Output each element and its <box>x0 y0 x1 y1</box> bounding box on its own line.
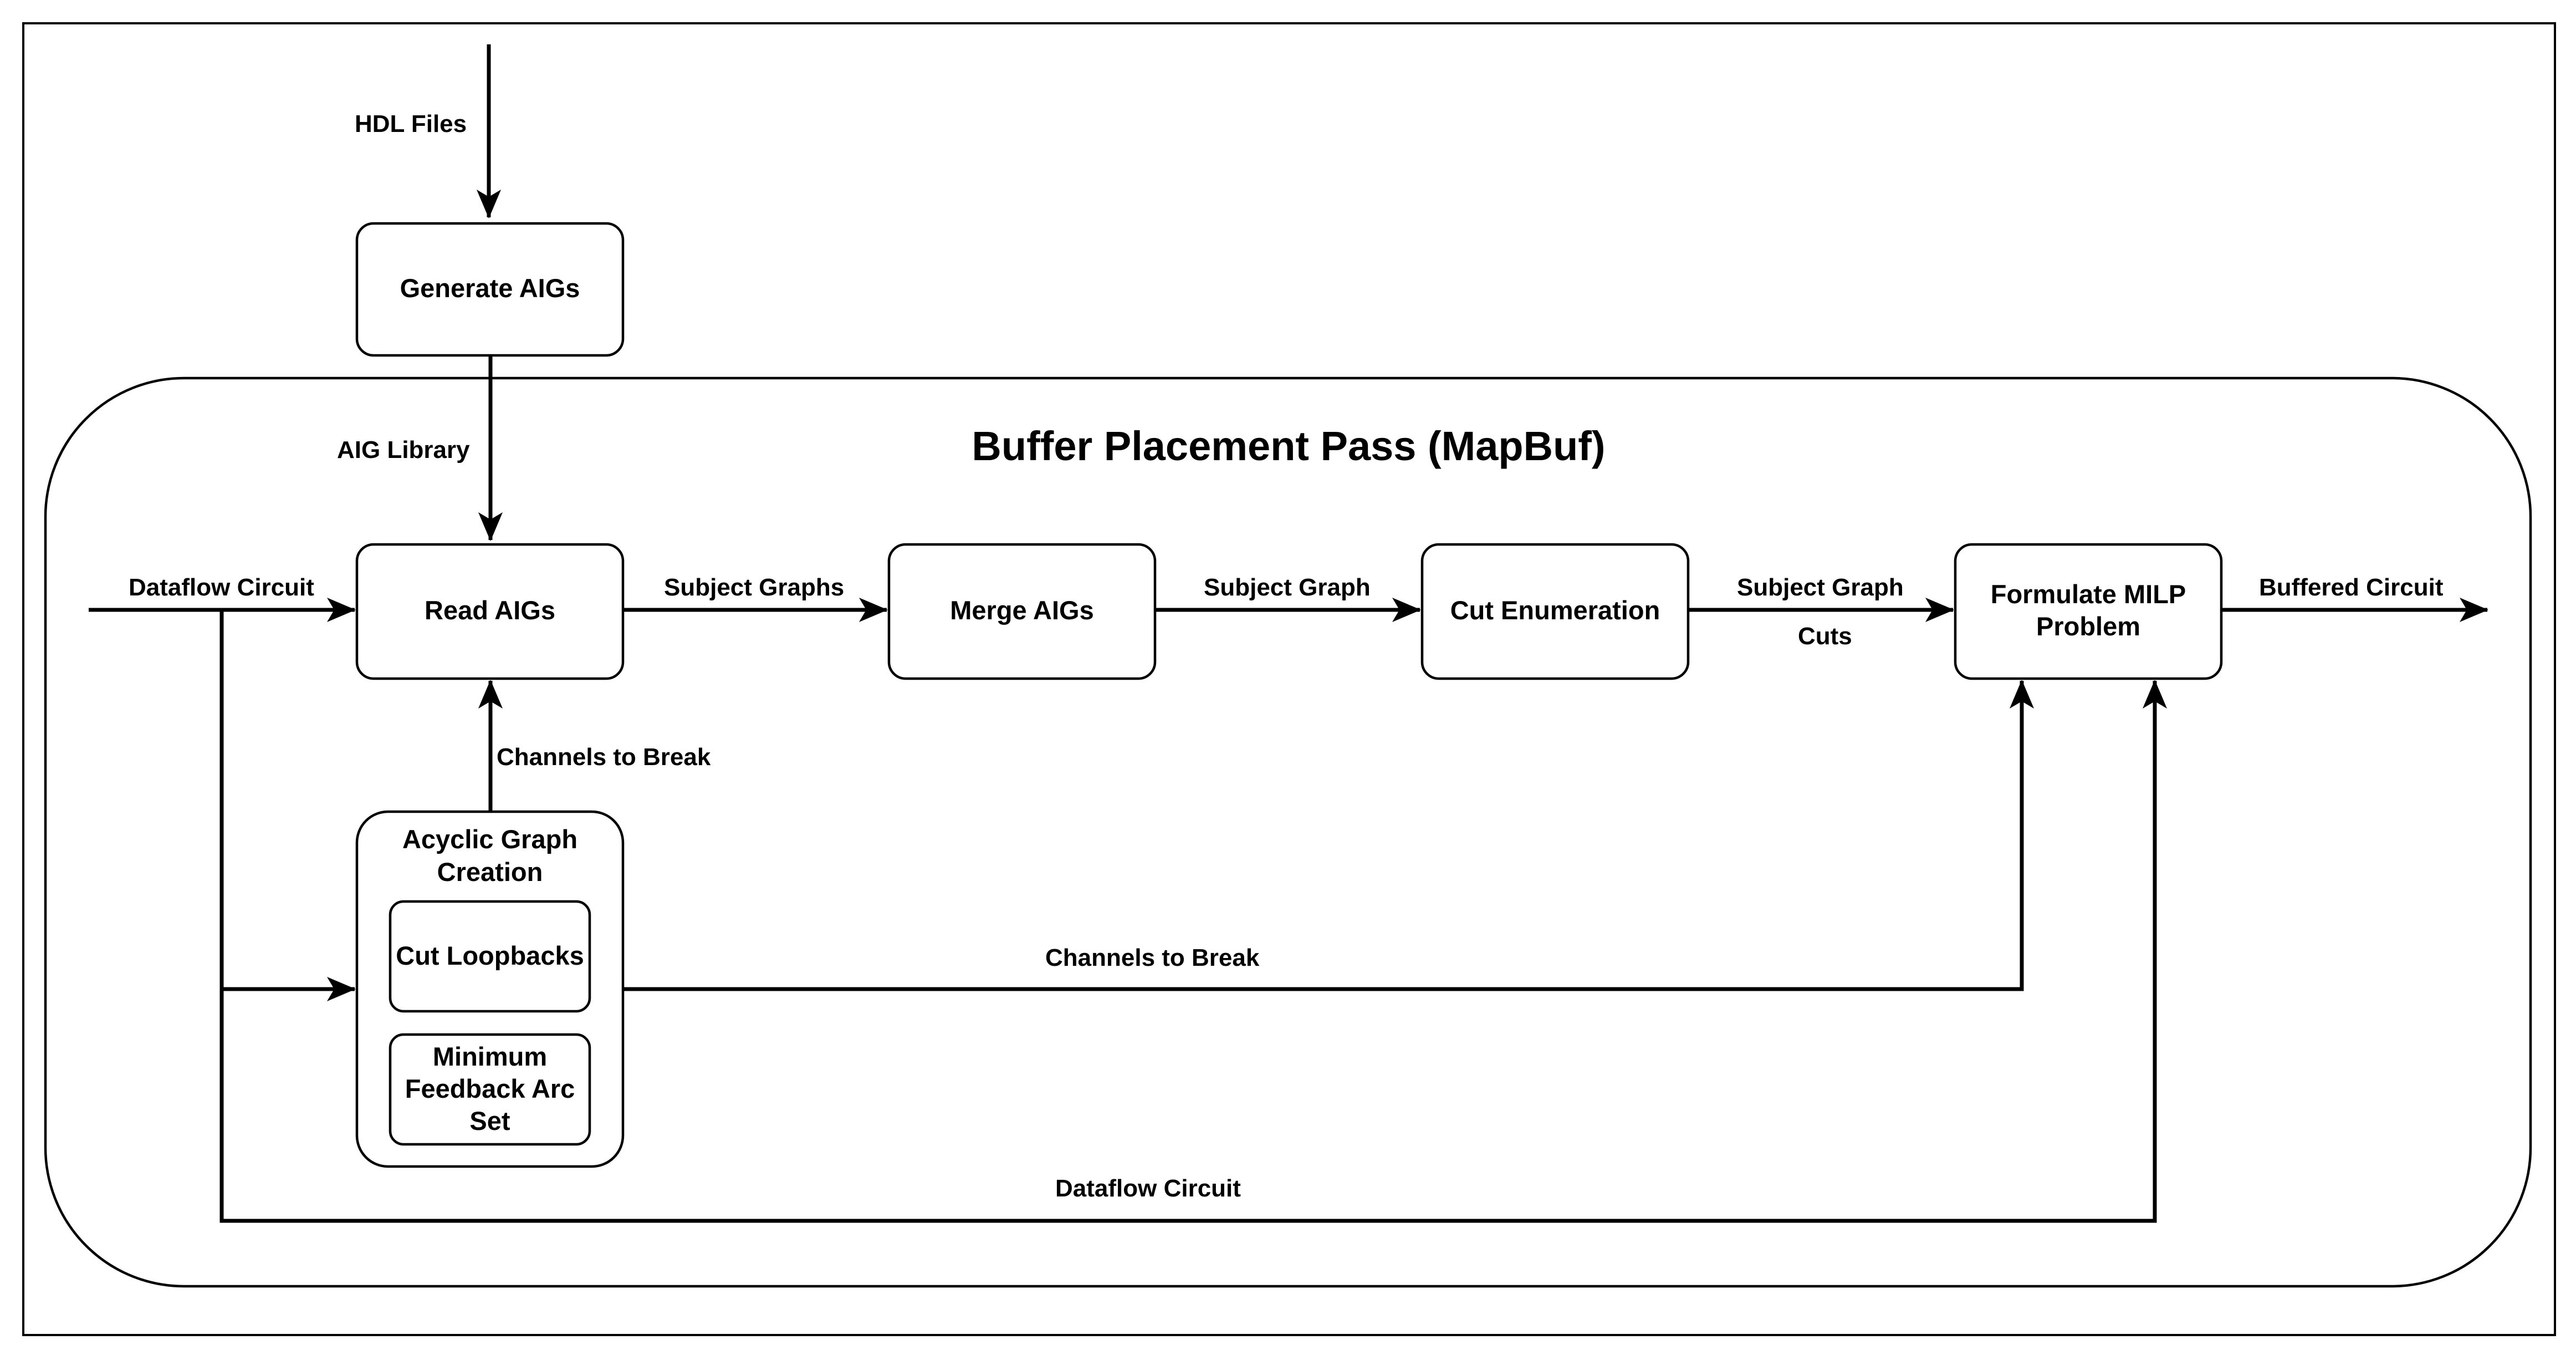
node-generate-aigs: Generate AIGs <box>355 222 625 357</box>
label-buffered-circuit: Buffered Circuit <box>2259 574 2444 601</box>
label-subject-graph-cut: Subject Graph <box>1737 574 1904 601</box>
edge-dataflow-circuit-bottom <box>219 680 2167 1223</box>
label-hdl-files: HDL Files <box>355 110 467 137</box>
label-channels-to-break-up: Channels to Break <box>497 743 711 771</box>
label-aig-library: AIG Library <box>337 436 470 463</box>
outer-frame <box>22 22 2556 1336</box>
node-formulate-milp-label-line1: Formulate MILP <box>1991 579 2186 609</box>
node-acyclic-graph-creation-label-line2: Creation <box>437 857 543 887</box>
node-formulate-milp-label-line2: Problem <box>2036 612 2140 641</box>
label-channels-to-break-long: Channels to Break <box>1045 944 1260 971</box>
node-cut-enumeration-label: Cut Enumeration <box>1450 595 1660 625</box>
node-formulate-milp: Formulate MILP Problem <box>1954 543 2223 680</box>
label-dataflow-circuit-in: Dataflow Circuit <box>129 574 314 601</box>
node-read-aigs: Read AIGs <box>355 543 625 680</box>
edge-channels-to-break-long <box>623 680 2034 991</box>
node-merge-aigs: Merge AIGs <box>887 543 1157 680</box>
node-minimum-feedback-arc-set-label-line2: Feedback Arc <box>405 1074 575 1103</box>
node-minimum-feedback-arc-set-label-line1: Minimum <box>433 1042 547 1071</box>
label-subject-graphs: Subject Graphs <box>664 574 844 601</box>
edge-dataflow-to-acyclic <box>219 610 356 1001</box>
buffer-placement-pass-container <box>44 376 2532 1288</box>
node-generate-aigs-label: Generate AIGs <box>400 273 580 303</box>
node-read-aigs-label: Read AIGs <box>425 595 555 625</box>
label-cuts: Cuts <box>1798 623 1852 650</box>
node-acyclic-graph-creation-label-line1: Acyclic Graph <box>402 824 577 854</box>
pass-title: Buffer Placement Pass (MapBuf) <box>972 423 1605 469</box>
label-subject-graph-merge: Subject Graph <box>1204 574 1371 601</box>
node-merge-aigs-label: Merge AIGs <box>950 595 1093 625</box>
label-dataflow-circuit-bottom: Dataflow Circuit <box>1055 1175 1241 1202</box>
node-cut-enumeration: Cut Enumeration <box>1420 543 1690 680</box>
node-minimum-feedback-arc-set-label-line3: Set <box>469 1106 510 1135</box>
node-cut-loopbacks-label: Cut Loopbacks <box>396 941 584 970</box>
node-minimum-feedback-arc-set: Minimum Feedback Arc Set <box>389 1033 591 1146</box>
node-cut-loopbacks: Cut Loopbacks <box>389 900 591 1013</box>
